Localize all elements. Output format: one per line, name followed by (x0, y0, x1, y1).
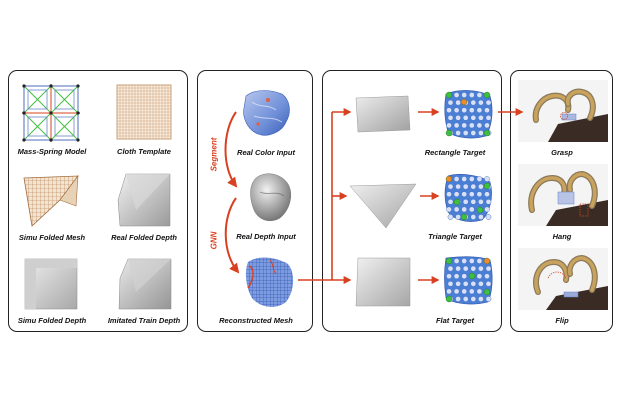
label-imitated-train-depth: Imitated Train Depth (107, 316, 181, 325)
triangle-target-graph-image (444, 174, 492, 222)
label-grasp: Grasp (551, 148, 573, 157)
label-simu-folded-mesh: Simu Folded Mesh (18, 233, 86, 242)
label-reconstructed-mesh: Reconstructed Mesh (219, 316, 293, 325)
label-real-color-input: Real Color Input (237, 148, 295, 157)
label-flip: Flip (555, 316, 569, 325)
label-triangle-target: Triangle Target (428, 232, 482, 241)
label-real-folded-depth: Real Folded Depth (111, 233, 177, 242)
real-depth-input-image (250, 173, 291, 221)
gnn-arrow (224, 197, 240, 274)
flat-target-cloth-image (355, 257, 411, 307)
segment-arrow (224, 111, 238, 188)
label-hang: Hang (552, 232, 572, 241)
flip-robot-image (518, 248, 608, 310)
simu-folded-depth-image (24, 258, 78, 310)
reconstructed-mesh-image (245, 257, 294, 307)
mesh-to-targets-connector (298, 112, 333, 281)
label-flat-target: Flat Target (435, 316, 475, 325)
rectangle-target-cloth-image (355, 95, 411, 133)
rectangle-target-graph-image (444, 90, 493, 139)
imitated-train-depth-image (118, 258, 172, 310)
triangle-target-cloth-image (349, 183, 417, 229)
mass-spring-model-image (22, 84, 80, 142)
grasp-robot-image (518, 80, 608, 142)
real-color-input-image (243, 90, 290, 136)
label-simu-folded-depth: Simu Folded Depth (17, 316, 87, 325)
simu-folded-mesh-image (23, 175, 79, 227)
label-rectangle-target: Rectangle Target (424, 148, 486, 157)
hang-robot-image (518, 164, 608, 226)
label-real-depth-input: Real Depth Input (236, 232, 296, 241)
flat-target-graph-image (444, 256, 493, 305)
real-folded-depth-image (117, 173, 171, 227)
label-mass-spring-model: Mass-Spring Model (17, 147, 87, 156)
cloth-template-image (116, 84, 172, 140)
label-cloth-template: Cloth Template (117, 147, 171, 156)
